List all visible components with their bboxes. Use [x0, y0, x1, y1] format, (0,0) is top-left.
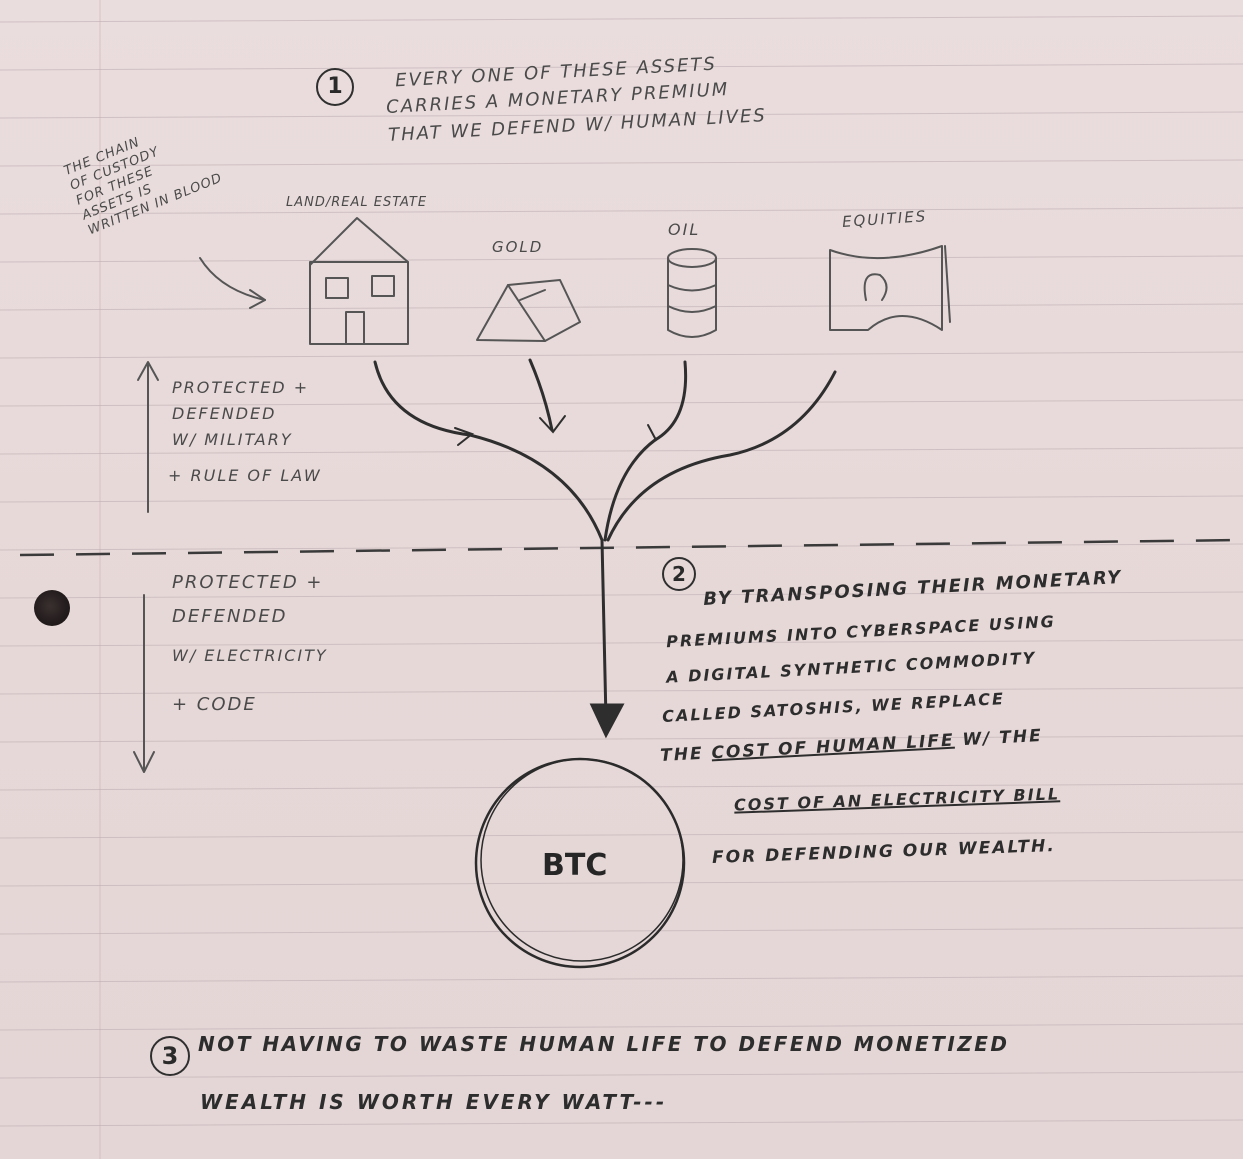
- label-gold: GOLD: [492, 238, 544, 256]
- section2-line-5-post: W/ THE: [961, 725, 1044, 751]
- binder-hole: [34, 590, 70, 626]
- electricity-line-3: W/ ELECTRICITY: [172, 646, 328, 665]
- house-icon: [309, 217, 409, 345]
- military-line-3: W/ MILITARY: [172, 430, 293, 449]
- divider-dashed-line: [19, 538, 1243, 557]
- btc-circle: [474, 757, 686, 969]
- electricity-line-1: PROTECTED +: [172, 572, 324, 593]
- label-oil: OIL: [668, 220, 701, 239]
- step-3-badge: 3: [150, 1036, 190, 1076]
- gold-bar-icon: [476, 279, 581, 342]
- oil-barrel-icon: [667, 248, 717, 338]
- label-land: LAND/REAL ESTATE: [286, 195, 428, 210]
- military-line-4: + RULE OF LAW: [168, 466, 322, 485]
- step-2-badge: 2: [662, 557, 696, 591]
- section2-line-5-pre: THE: [659, 743, 705, 767]
- equities-certificate-icon: [829, 245, 951, 331]
- btc-label: BTC: [542, 848, 608, 883]
- custody-arrow: [199, 257, 266, 301]
- converging-arrows: [373, 358, 837, 739]
- electricity-line-2: DEFENDED: [172, 606, 288, 627]
- section3-line-1: NOT HAVING TO WASTE HUMAN LIFE TO DEFEND…: [198, 1032, 1010, 1056]
- step-1-badge: 1: [316, 68, 354, 106]
- military-line-2: DEFENDED: [172, 404, 277, 423]
- military-line-1: PROTECTED +: [172, 378, 310, 397]
- electricity-line-4: + CODE: [172, 694, 257, 715]
- section3-line-2: WEALTH IS WORTH EVERY WATT---: [200, 1090, 668, 1114]
